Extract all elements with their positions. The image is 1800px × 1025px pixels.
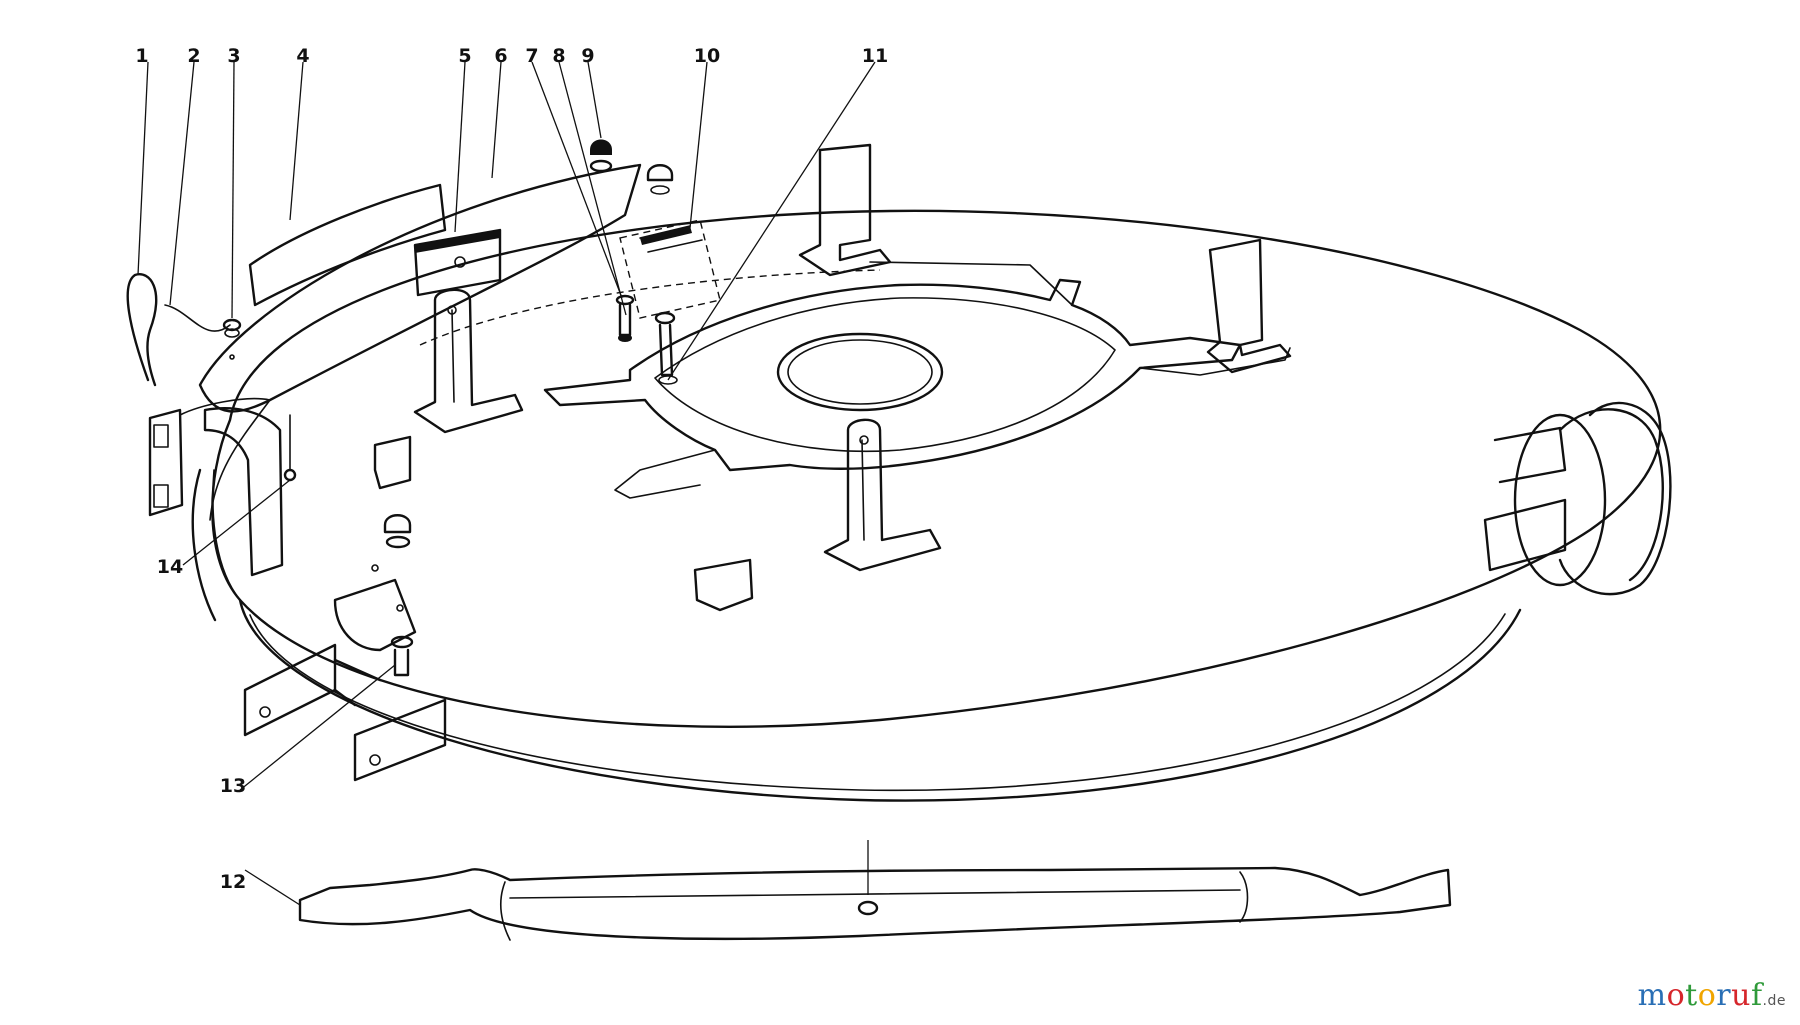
watermark-letter-3: o (1697, 978, 1717, 1013)
washer-stack-3 (222, 318, 242, 360)
acorn-nut-9 (589, 139, 613, 173)
deck-center-rib (543, 261, 1291, 499)
spindle-hole-inner (787, 339, 933, 405)
discharge-shield (148, 163, 642, 577)
callout-9: 9 (581, 45, 594, 67)
watermark-letters: motoruf (1638, 978, 1763, 1013)
callout-labels: 1 2 3 4 5 6 7 8 9 10 11 12 13 14 (135, 45, 888, 893)
mounting-bracket-left (413, 288, 524, 434)
watermark-letter-5: u (1731, 978, 1751, 1013)
mounting-bracket-right (1206, 238, 1292, 374)
callout-7: 7 (525, 45, 538, 67)
callout-1: 1 (135, 45, 148, 67)
callout-8: 8 (552, 45, 565, 67)
deck-housing (211, 209, 1662, 802)
hairpin-cotter (126, 273, 158, 387)
callout-12: 12 (220, 871, 246, 893)
callout-3: 3 (227, 45, 240, 67)
watermark-letter-1: o (1666, 978, 1686, 1013)
front-deflector-plates (243, 643, 447, 782)
callout-5: 5 (458, 45, 471, 67)
mower-blade (298, 866, 1452, 941)
spindle-hole (776, 332, 944, 412)
leader-lines (137, 61, 876, 906)
watermark-letter-6: f (1750, 978, 1763, 1013)
mounting-bracket-rear (798, 143, 892, 277)
bolts-7-8 (615, 294, 635, 342)
mounting-bracket-front (823, 418, 942, 572)
callout-14: 14 (157, 556, 183, 578)
deck-tab-left (373, 435, 412, 490)
watermark-letter-0: m (1637, 978, 1667, 1013)
baffle-plate (413, 228, 502, 297)
spring-rod (164, 304, 231, 332)
deck-tab-front (693, 558, 754, 612)
acorn-nut-upper (646, 164, 674, 195)
watermark-letter-2: t (1685, 978, 1698, 1013)
bolt-11 (654, 311, 678, 385)
watermark-logo: motoruf.de (1638, 978, 1786, 1013)
callout-11: 11 (862, 45, 888, 67)
callout-6: 6 (494, 45, 507, 67)
callout-13: 13 (220, 775, 246, 797)
mounting-plate-10 (619, 219, 721, 319)
watermark-letter-4: r (1716, 978, 1732, 1013)
callout-10: 10 (694, 45, 720, 67)
watermark-tld: .de (1762, 993, 1786, 1009)
front-bracket-hardware (333, 514, 417, 677)
callout-4: 4 (296, 45, 309, 67)
callout-2: 2 (187, 45, 200, 67)
gauge-wheel (1483, 401, 1672, 596)
